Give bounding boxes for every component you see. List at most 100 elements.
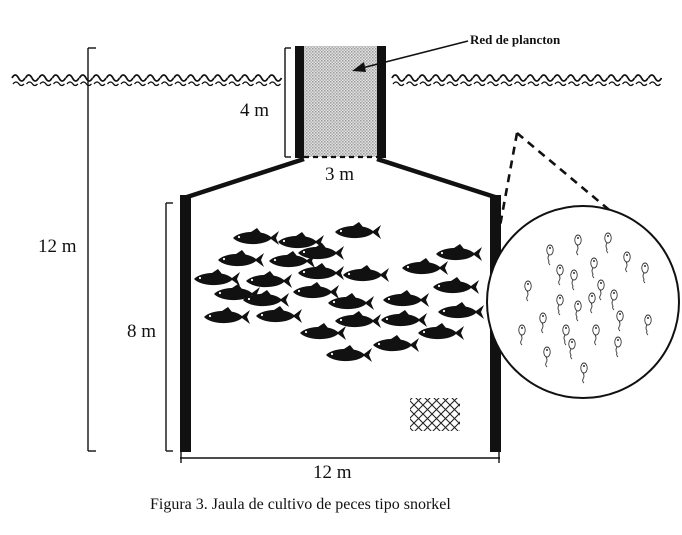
- plankton-net-mesh: [303, 46, 378, 157]
- water-surface-icon: [66, 81, 79, 87]
- cage-wall-left: [180, 195, 191, 452]
- zoom-line-left: [498, 132, 519, 227]
- water-surface-icon: [527, 81, 540, 87]
- plankton-icon: [616, 310, 624, 332]
- fish-icon: [433, 277, 479, 294]
- plankton-icon: [641, 262, 649, 284]
- water-surface-icon: [173, 74, 188, 82]
- plankton-icon: [518, 324, 526, 346]
- water-surface-icon: [228, 81, 241, 87]
- water-surface-icon: [634, 74, 649, 82]
- water-surface-icon: [445, 74, 460, 82]
- water-surface-icon: [540, 81, 553, 87]
- plankton-net-label: Red de plancton: [470, 32, 561, 47]
- water-surface-icon: [432, 81, 445, 87]
- cage-height-label: 8 m: [127, 321, 157, 342]
- water-surface-icon: [92, 74, 107, 82]
- fish-icon: [300, 323, 346, 340]
- water-surface-icon: [187, 81, 200, 87]
- water-surface-icon: [553, 74, 568, 82]
- water-surface-icon: [25, 81, 38, 87]
- water-surface-icon: [78, 74, 94, 82]
- fish-icon: [278, 232, 324, 249]
- water-surface-icon: [620, 74, 636, 82]
- plankton-icon: [543, 346, 551, 368]
- water-surface-icon: [24, 74, 40, 82]
- water-surface-icon: [132, 74, 148, 82]
- plankton-icon: [568, 338, 576, 360]
- water-surface-icon: [499, 74, 514, 82]
- water-surface-icon: [512, 74, 528, 82]
- plankton-icon: [546, 244, 554, 266]
- plankton-icon: [588, 292, 596, 314]
- fish-icon: [402, 258, 448, 275]
- water-surface-icon: [93, 81, 106, 87]
- water-surface-icon: [214, 81, 227, 87]
- plankton-icon: [604, 232, 612, 254]
- water-surface-icon: [446, 81, 459, 87]
- water-surface-icon: [581, 81, 594, 87]
- water-surface-icon: [159, 74, 175, 82]
- fish-icon: [256, 306, 302, 323]
- water-surface-icon: [146, 74, 161, 82]
- water-surface-icon: [38, 74, 53, 82]
- fish-icon: [383, 290, 429, 307]
- water-surface-icon: [485, 74, 501, 82]
- water-surface-icon: [418, 74, 433, 82]
- fish-icon: [194, 269, 240, 286]
- annotation-arrowhead: [352, 62, 366, 72]
- fish-icon: [335, 311, 381, 328]
- plankton-icon: [590, 257, 598, 279]
- fish-icon: [436, 244, 482, 261]
- plankton-icon: [562, 324, 570, 346]
- snorkel-width-label: 3 m: [325, 164, 355, 185]
- water-surface-icon: [200, 74, 215, 82]
- fish-icon: [218, 250, 264, 267]
- water-surface-icon: [240, 74, 256, 82]
- fish-icon: [246, 271, 292, 288]
- water-surface-icon: [105, 74, 121, 82]
- plankton-icon: [556, 264, 564, 286]
- water-surface-icon: [607, 74, 622, 82]
- net-icon: [410, 398, 460, 431]
- water-surface-icon: [526, 74, 541, 82]
- water-surface-icon: [12, 81, 25, 87]
- water-surface-icon: [458, 74, 474, 82]
- plankton-icon: [597, 279, 605, 301]
- water-surface-icon: [65, 74, 80, 82]
- plankton-group: [518, 232, 652, 384]
- water-surface-icon: [119, 74, 134, 82]
- fish-icon: [373, 335, 419, 352]
- plankton-icon: [592, 324, 600, 346]
- water-surface-icon: [11, 74, 26, 82]
- plankton-icon: [580, 362, 588, 384]
- water-surface-icon: [647, 74, 663, 82]
- cage-roof-right: [376, 156, 499, 201]
- annotation-arrow: [361, 40, 469, 69]
- water-surface-icon: [404, 74, 420, 82]
- plankton-icon: [574, 300, 582, 322]
- water-surface-icon: [473, 81, 486, 87]
- water-surface-icon: [52, 81, 65, 87]
- plankton-icon: [623, 251, 631, 273]
- fish-school: [194, 222, 484, 362]
- water-surface-icon: [567, 81, 580, 87]
- fish-icon: [343, 265, 389, 282]
- water-surface-icon: [419, 81, 432, 87]
- plankton-icon: [610, 289, 618, 311]
- water-surface-icon: [160, 81, 173, 87]
- plankton-icon: [574, 234, 582, 256]
- water-surface-icon: [608, 81, 621, 87]
- total-height-label: 12 m: [38, 236, 77, 257]
- water-surface-right: [391, 74, 663, 87]
- water-surface-icon: [255, 81, 268, 87]
- plankton-zoom-circle: [486, 205, 680, 399]
- fish-icon: [243, 290, 289, 307]
- water-surface-icon: [566, 74, 582, 82]
- water-surface-icon: [201, 81, 214, 87]
- fish-icon: [326, 345, 372, 362]
- water-surface-left: [11, 74, 283, 87]
- water-surface-icon: [500, 81, 513, 87]
- water-surface-icon: [459, 81, 472, 87]
